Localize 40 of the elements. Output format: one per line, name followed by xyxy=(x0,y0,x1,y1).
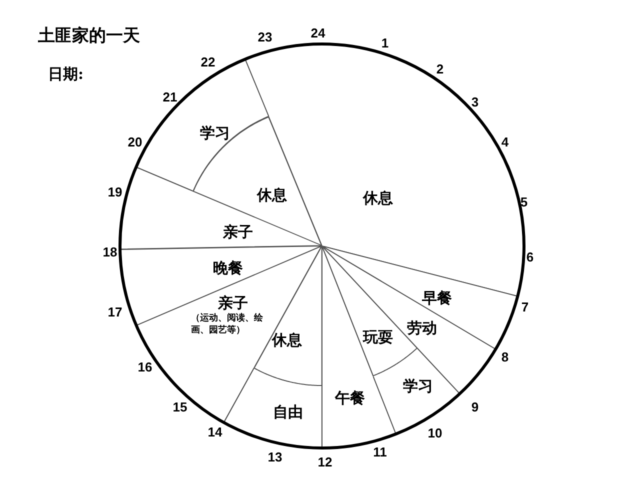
activity-label: 亲子 xyxy=(222,224,253,240)
hour-number: 11 xyxy=(373,446,387,458)
activity-label: 晚餐 xyxy=(212,260,243,276)
hour-number: 1 xyxy=(381,36,389,50)
hour-number: 9 xyxy=(471,400,479,414)
activity-label: 亲子 xyxy=(218,294,248,312)
activity-label: 学习 xyxy=(402,378,433,394)
activity-label: 自由 xyxy=(272,404,303,420)
hour-number: 20 xyxy=(128,136,142,148)
activity-label: 早餐 xyxy=(422,290,452,306)
activity-note: （运动、阅读、绘画、园艺等） xyxy=(190,313,264,337)
hour-number: 3 xyxy=(471,96,479,108)
hour-number: 18 xyxy=(102,246,118,258)
activity-label: 玩耍 xyxy=(363,328,393,346)
activity-label: 休息 xyxy=(362,190,393,206)
hour-number: 16 xyxy=(138,360,152,374)
activity-label: 休息 xyxy=(272,332,302,348)
hour-number: 2 xyxy=(436,62,444,76)
hour-number: 8 xyxy=(501,350,509,364)
title: 土匪家的一天 xyxy=(38,25,140,47)
hour-number: 10 xyxy=(428,426,442,440)
hour-number: 21 xyxy=(162,90,178,104)
hour-number: 22 xyxy=(200,56,216,68)
date-label: 日期: xyxy=(48,65,84,84)
activity-label: 午餐 xyxy=(335,390,365,406)
hour-number: 5 xyxy=(520,196,528,208)
hour-number: 17 xyxy=(108,306,122,318)
hour-number: 15 xyxy=(172,400,188,414)
hour-number: 19 xyxy=(108,186,122,198)
activity-label: 劳动 xyxy=(407,320,437,336)
hour-number: 7 xyxy=(521,300,529,314)
hour-number: 23 xyxy=(258,30,272,44)
hour-number: 4 xyxy=(501,136,509,148)
hour-number: 24 xyxy=(310,26,326,40)
activity-label: 休息 xyxy=(256,186,287,204)
hour-number: 6 xyxy=(526,250,534,264)
hour-number: 14 xyxy=(208,426,222,438)
hour-number: 12 xyxy=(318,456,332,468)
activity-label: 学习 xyxy=(200,124,230,142)
hour-number: 13 xyxy=(268,450,282,464)
